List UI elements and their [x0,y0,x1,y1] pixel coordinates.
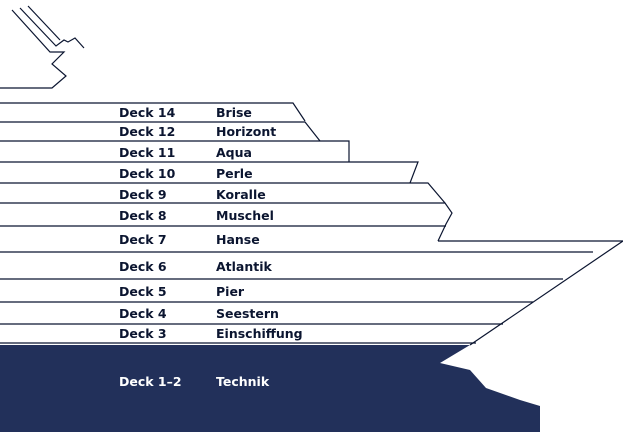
deck-label-9: Deck 9 Koralle [119,187,266,202]
deck-name: Technik [216,374,270,389]
hull [0,345,540,432]
deck-name: Aqua [216,145,252,160]
deck-number: Deck 1–2 [119,374,182,389]
deck-number: Deck 9 [119,187,167,202]
deck-number: Deck 14 [119,105,176,120]
deck-label-8: Deck 8 Muschel [119,208,274,223]
deck-number: Deck 8 [119,208,167,223]
deck-name: Einschiffung [216,326,303,341]
deck-label-3: Deck 3 Einschiffung [119,326,303,341]
deck-name: Koralle [216,187,266,202]
deck-label-4: Deck 4 Seestern [119,306,279,321]
deck-name: Seestern [216,306,279,321]
deck-label-14: Deck 14 Brise [119,105,252,120]
deck-name: Horizont [216,124,276,139]
deck-number: Deck 7 [119,232,167,247]
deck-name: Muschel [216,208,274,223]
deck-number: Deck 12 [119,124,175,139]
deck-label-5: Deck 5 Pier [119,284,245,299]
funnel [0,5,85,89]
deck-label-12: Deck 12 Horizont [119,124,276,139]
deck-lines [0,102,623,346]
deck-number: Deck 4 [119,306,167,321]
deck-label-6: Deck 6 Atlantik [119,259,273,274]
deck-label-7: Deck 7 Hanse [119,232,260,247]
deck-name: Pier [216,284,245,299]
deck-name: Atlantik [216,259,273,274]
deck-name: Brise [216,105,252,120]
deck-number: Deck 11 [119,145,175,160]
deck-label-11: Deck 11 Aqua [119,145,252,160]
deck-number: Deck 6 [119,259,167,274]
deck-number: Deck 3 [119,326,167,341]
deck-label-hull: Deck 1–2 Technik [119,374,270,389]
deck-number: Deck 10 [119,166,176,181]
deck-name: Perle [216,166,253,181]
deck-label-10: Deck 10 Perle [119,166,253,181]
deck-name: Hanse [216,232,260,247]
deck-number: Deck 5 [119,284,167,299]
